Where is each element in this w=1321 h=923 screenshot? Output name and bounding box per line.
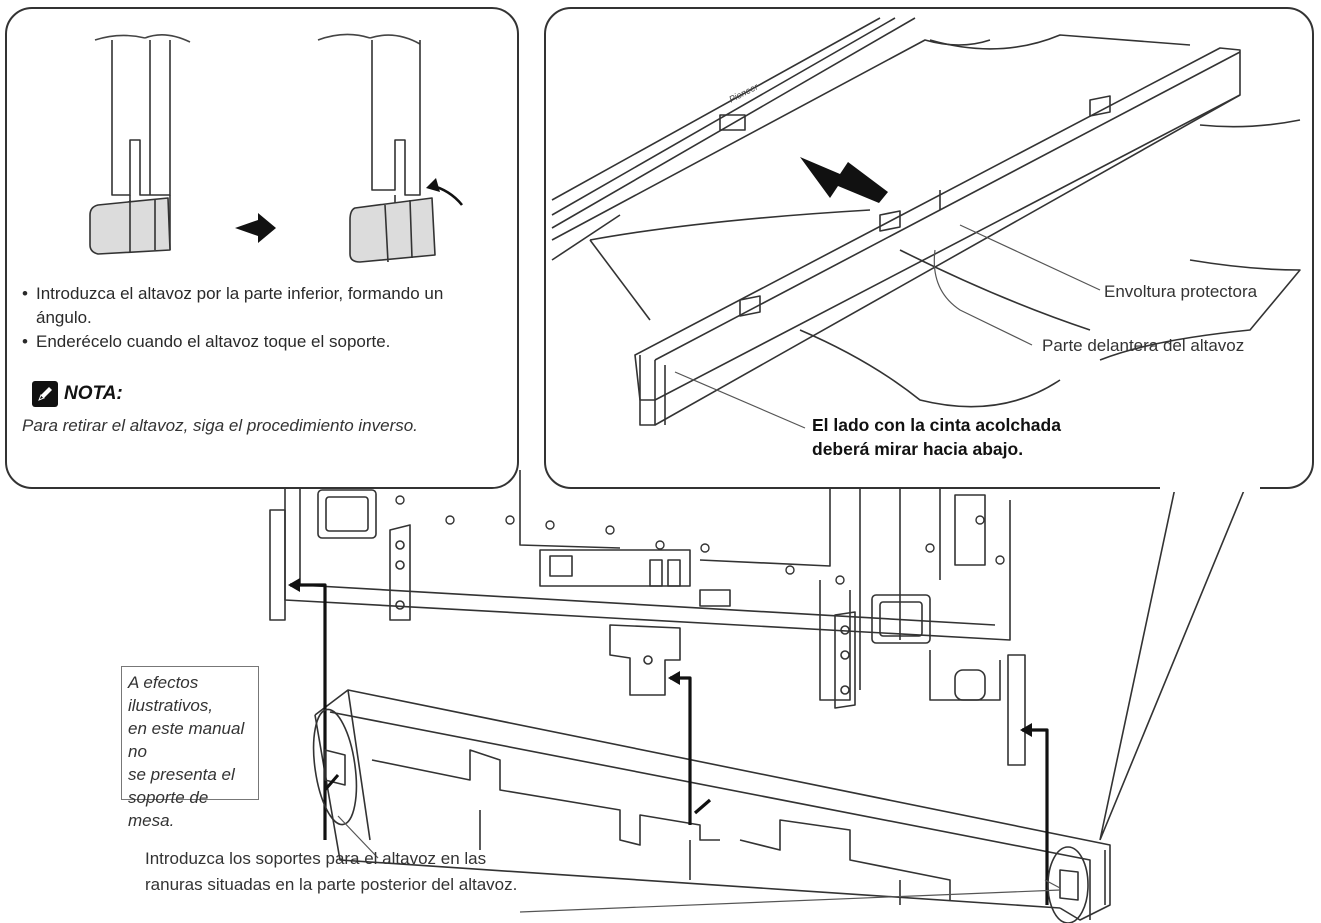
bottom-caption: Introduzca los soportes para el altavoz … xyxy=(145,849,518,894)
mount-bracket-center xyxy=(609,624,681,696)
list-item: •Introduzca el altavoz por la parte infe… xyxy=(22,284,444,327)
instruction-bullets: •Introduzca el altavoz por la parte infe… xyxy=(22,282,502,354)
tv-edge-panel xyxy=(551,17,991,261)
slot-detail-right xyxy=(1047,846,1089,923)
tv-back-panel xyxy=(284,470,1011,701)
label-speaker-front: Parte delantera del altavoz xyxy=(1042,336,1245,355)
detail-panel-right xyxy=(544,7,1314,489)
label-cushion-tape: El lado con la cinta acolchada deberá mi… xyxy=(812,415,1061,459)
bracket-step-angled xyxy=(317,33,464,263)
protective-wrap xyxy=(589,34,1301,408)
note-text: Para retirar el altavoz, siga el procedi… xyxy=(22,416,418,435)
direction-arrow-left xyxy=(235,213,276,243)
bracket-step-straight xyxy=(89,34,191,255)
pencil-note-icon xyxy=(32,381,58,407)
note-header: NOTA: xyxy=(32,381,123,407)
slot-detail-left xyxy=(312,708,358,826)
illustrative-note: A efectos ilustrativos, en este manual n… xyxy=(121,666,259,830)
slide-direction-arrow xyxy=(800,157,888,203)
mount-bracket-left xyxy=(269,509,411,621)
detail-panel-left xyxy=(5,7,519,489)
speaker-bar xyxy=(314,689,1111,921)
note-title: NOTA: xyxy=(64,383,123,404)
speaker-bar-detail xyxy=(634,47,1241,426)
mount-bracket-right xyxy=(834,611,1026,766)
list-item: •Enderécelo cuando el altavoz toque el s… xyxy=(22,332,391,351)
label-protective-wrap: Envoltura protectora xyxy=(1104,282,1258,301)
